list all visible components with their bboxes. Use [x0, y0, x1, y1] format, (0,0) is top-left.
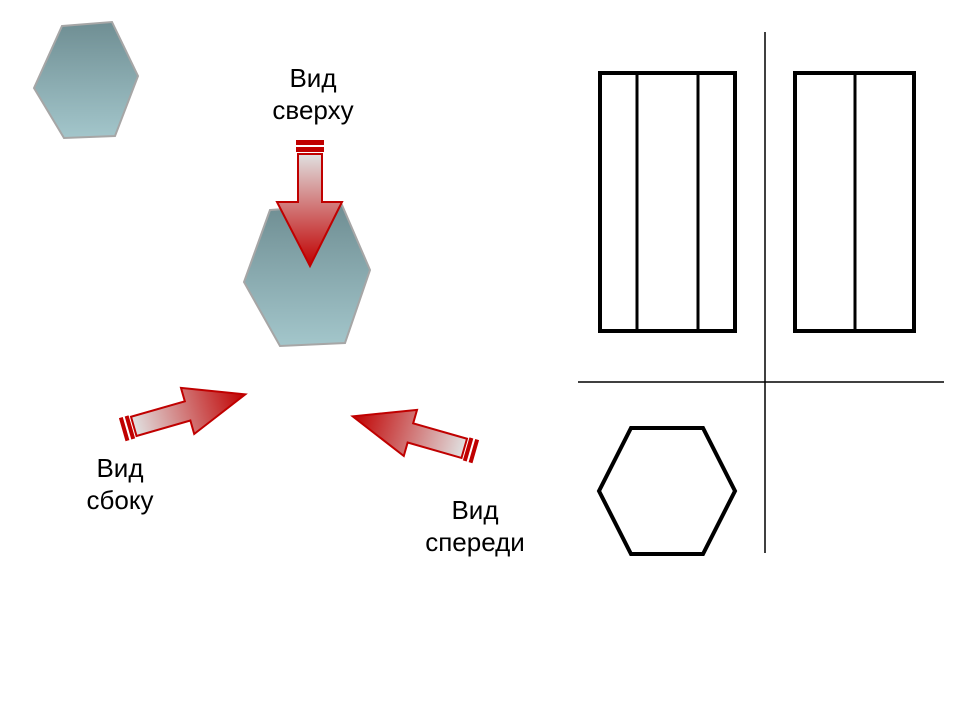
top-view-arrow [275, 140, 344, 269]
front-view-label: Вид спереди [405, 494, 545, 558]
top-view-label-line1: Вид [289, 63, 337, 93]
top-view-label: Вид сверху [258, 62, 368, 126]
front-view-arrow [350, 408, 480, 464]
front-projection [598, 71, 737, 333]
small-hexagon-shape [32, 20, 140, 140]
front-view-label-line1: Вид [451, 495, 499, 525]
side-projection [793, 71, 916, 333]
top-view-label-line2: сверху [272, 95, 354, 125]
side-view-label: Вид сбоку [70, 452, 170, 516]
side-view-label-line2: сбоку [86, 485, 154, 515]
side-view-label-line1: Вид [96, 453, 144, 483]
central-hexagon-shape [242, 203, 372, 348]
front-view-label-line2: спереди [425, 527, 525, 557]
side-view-arrow [118, 386, 248, 442]
top-projection-hexagon [596, 426, 738, 556]
